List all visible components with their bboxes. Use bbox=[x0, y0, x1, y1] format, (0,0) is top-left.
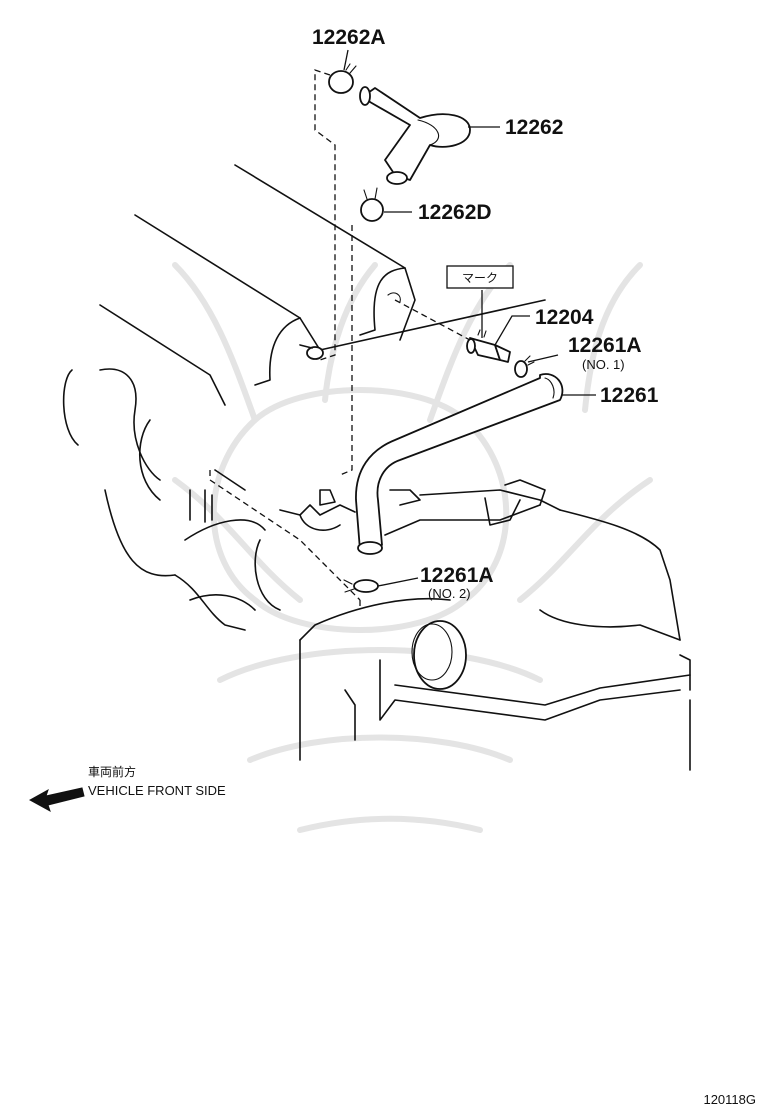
leader-lines bbox=[343, 49, 596, 587]
hose-12262 bbox=[359, 86, 471, 185]
dashed-guides bbox=[209, 69, 471, 610]
label-12204: 12204 bbox=[535, 306, 594, 329]
label-12261a-no1: 12261A bbox=[568, 334, 642, 357]
vehicle-front-indicator: 車両前方 VEHICLE FRONT SIDE bbox=[28, 764, 226, 813]
mark-label: マーク bbox=[462, 271, 498, 285]
label-12262d: 12262D bbox=[418, 201, 492, 224]
mark-box: マーク bbox=[446, 265, 514, 289]
label-12262: 12262 bbox=[505, 116, 563, 139]
engine-outline bbox=[62, 164, 691, 771]
diagram-code: 120118G bbox=[703, 1092, 756, 1107]
clip-12262d bbox=[360, 187, 384, 222]
label-12262a: 12262A bbox=[312, 26, 386, 49]
engine-fitting bbox=[299, 292, 401, 360]
oil-port bbox=[411, 620, 467, 690]
front-arrow-icon bbox=[28, 787, 85, 813]
hose-12261 bbox=[355, 373, 564, 555]
clip-12262a bbox=[328, 63, 357, 94]
vehicle-front-jp: 車両前方 bbox=[88, 764, 136, 779]
clip-12261a-no2 bbox=[343, 579, 379, 593]
vehicle-front-en: VEHICLE FRONT SIDE bbox=[88, 783, 226, 798]
label-12261: 12261 bbox=[600, 384, 659, 407]
clip-12261a-no1 bbox=[514, 355, 535, 378]
valve-12204 bbox=[466, 329, 511, 363]
label-12261a-no2-sub: (NO. 2) bbox=[428, 586, 471, 601]
label-12261a-no1-sub: (NO. 1) bbox=[582, 357, 625, 372]
label-12261a-no2: 12261A bbox=[420, 564, 494, 587]
